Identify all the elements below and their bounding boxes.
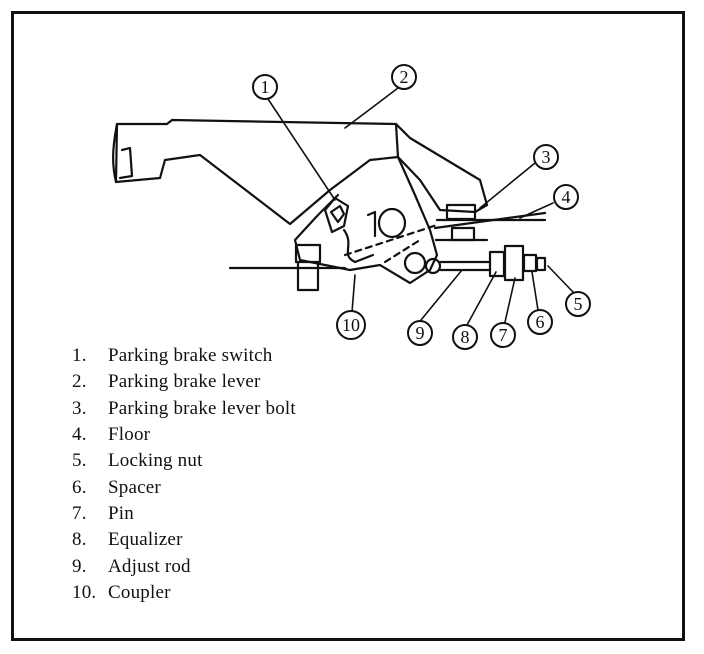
lever-grip [112,122,134,184]
callout-circle [407,320,433,346]
legend-label: Parking brake lever [108,371,261,393]
legend-label: Pin [108,502,134,524]
callout-number: 6 [536,312,545,332]
callout-3: 3 [533,144,559,170]
bracket-marking-zero [377,207,407,239]
callout-number: 3 [542,147,551,167]
bracket-marking [366,210,377,238]
legend-item: 10. Coupler [72,580,296,606]
callout-circle [490,322,516,348]
callout-number: 7 [499,325,508,345]
callout-circle [391,64,417,90]
legend-number: 9. [72,555,87,577]
bracket-side [293,155,439,285]
callout-9: 9 [407,320,433,346]
callout-5: 5 [565,291,591,317]
callout-circle [527,309,553,335]
callout-10: 10 [336,310,366,340]
legend-item: 8. Equalizer [72,527,296,553]
adjust-rod [438,260,492,272]
callout-circle [452,324,478,350]
bolt-bottom [450,226,476,242]
legend-item: 6. Spacer [72,474,296,500]
callout-number: 8 [461,327,470,347]
callout-group: 1 2 34 5 6 7 8 9 10 [252,64,591,350]
lever-bracket [394,122,489,214]
spacer [522,253,538,273]
pin-block [503,244,525,282]
legend-number: 2. [72,371,87,393]
callout-circle [565,291,591,317]
legend-number: 1. [72,345,87,367]
parts-legend: 1. Parking brake switch 2. Parking brake le… [72,343,296,606]
coupler-pin-head [424,257,442,275]
callout-circle [553,184,579,210]
legend-label: Locking nut [108,450,203,472]
callout-number: 1 [261,77,270,97]
callout-4: 4 [553,184,579,210]
callout-7: 7 [490,322,516,348]
callout-circle [533,144,559,170]
legend-item: 2. Parking brake lever [72,369,296,395]
legend-number: 7. [72,502,87,524]
legend-item: 4. Floor [72,422,296,448]
legend-item: 9. Adjust rod [72,553,296,579]
legend-item: 1. Parking brake switch [72,343,296,369]
callout-8: 8 [452,324,478,350]
hidden-lines [343,223,439,264]
equalizer [488,250,506,278]
callout-number: 4 [562,187,571,207]
callout-6: 6 [527,309,553,335]
legend-label: Parking brake lever bolt [108,397,296,419]
switch-wire [342,228,375,264]
parking-brake-switch [323,196,350,234]
callout-2: 2 [391,64,417,90]
legend-label: Adjust rod [108,555,191,577]
legend-item: 7. Pin [72,501,296,527]
callout-number: 10 [342,315,360,335]
legend-label: Coupler [108,581,171,603]
lever-bolt [445,203,477,221]
callout-number: 9 [416,323,425,343]
legend-number: 3. [72,397,87,419]
callout-1: 1 [252,74,278,100]
legend-item: 5. Locking nut [72,448,296,474]
legend-number: 8. [72,529,87,551]
legend-label: Floor [108,424,151,446]
legend-number: 6. [72,476,87,498]
legend-number: 5. [72,450,87,472]
locking-nut [535,256,547,272]
callout-circle [252,74,278,100]
leader-lines [267,87,574,326]
legend-label: Parking brake switch [108,345,273,367]
legend-number: 4. [72,424,87,446]
legend-number: 10. [72,581,97,603]
lower-bolt [294,243,322,292]
legend-item: 3. Parking brake lever bolt [72,396,296,422]
callout-number: 2 [400,67,409,87]
callout-number: 5 [574,294,583,314]
legend-label: Equalizer [108,529,183,551]
coupler-pin [403,251,427,275]
lever-handle [114,118,400,226]
callout-circle [336,310,366,340]
legend-label: Spacer [108,476,161,498]
